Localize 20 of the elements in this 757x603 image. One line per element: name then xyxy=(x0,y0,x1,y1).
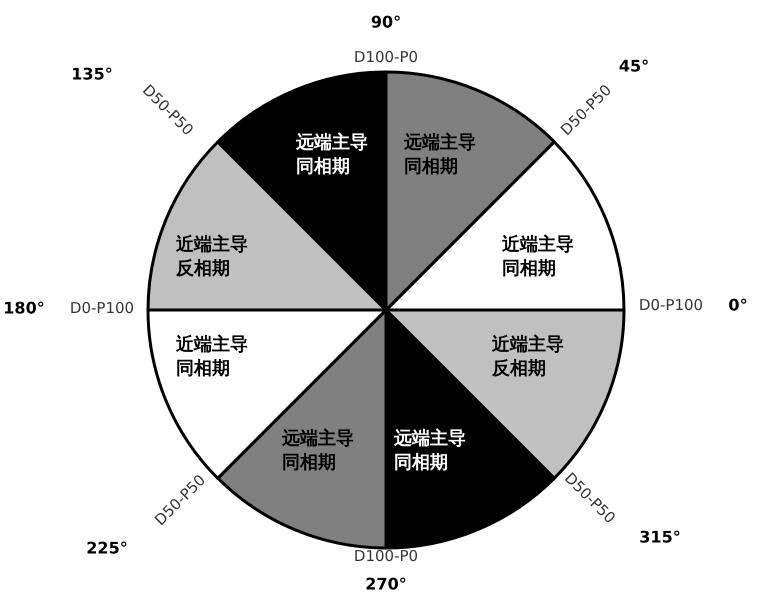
angle-label: 90° xyxy=(370,12,402,32)
angle-label: 315° xyxy=(639,528,681,546)
phase-label: D0-P100 xyxy=(638,296,704,314)
sector-label: 近端主导反相期 xyxy=(176,232,249,281)
angle-label: 225° xyxy=(86,538,128,558)
sector-label: 远端主导同相期 xyxy=(404,131,477,179)
phase-label: D100-P0 xyxy=(354,547,418,565)
angle-label: 180° xyxy=(3,298,45,318)
angle-label: 270° xyxy=(365,574,407,594)
phase-label: D100-P0 xyxy=(354,48,418,66)
angle-label: 135° xyxy=(71,64,113,84)
angle-label: 0° xyxy=(728,296,748,314)
angle-label: 45° xyxy=(618,56,650,76)
sector-label: 远端主导同相期 xyxy=(296,131,369,179)
sector-label: 近端主导同相期 xyxy=(176,333,249,381)
sector-label: 近端主导反相期 xyxy=(492,333,565,381)
phase-label: D0-P100 xyxy=(70,299,134,317)
sector-label: 远端主导同相期 xyxy=(394,427,467,475)
sector-label: 近端主导同相期 xyxy=(502,232,575,281)
sector-label: 远端主导同相期 xyxy=(282,427,355,475)
